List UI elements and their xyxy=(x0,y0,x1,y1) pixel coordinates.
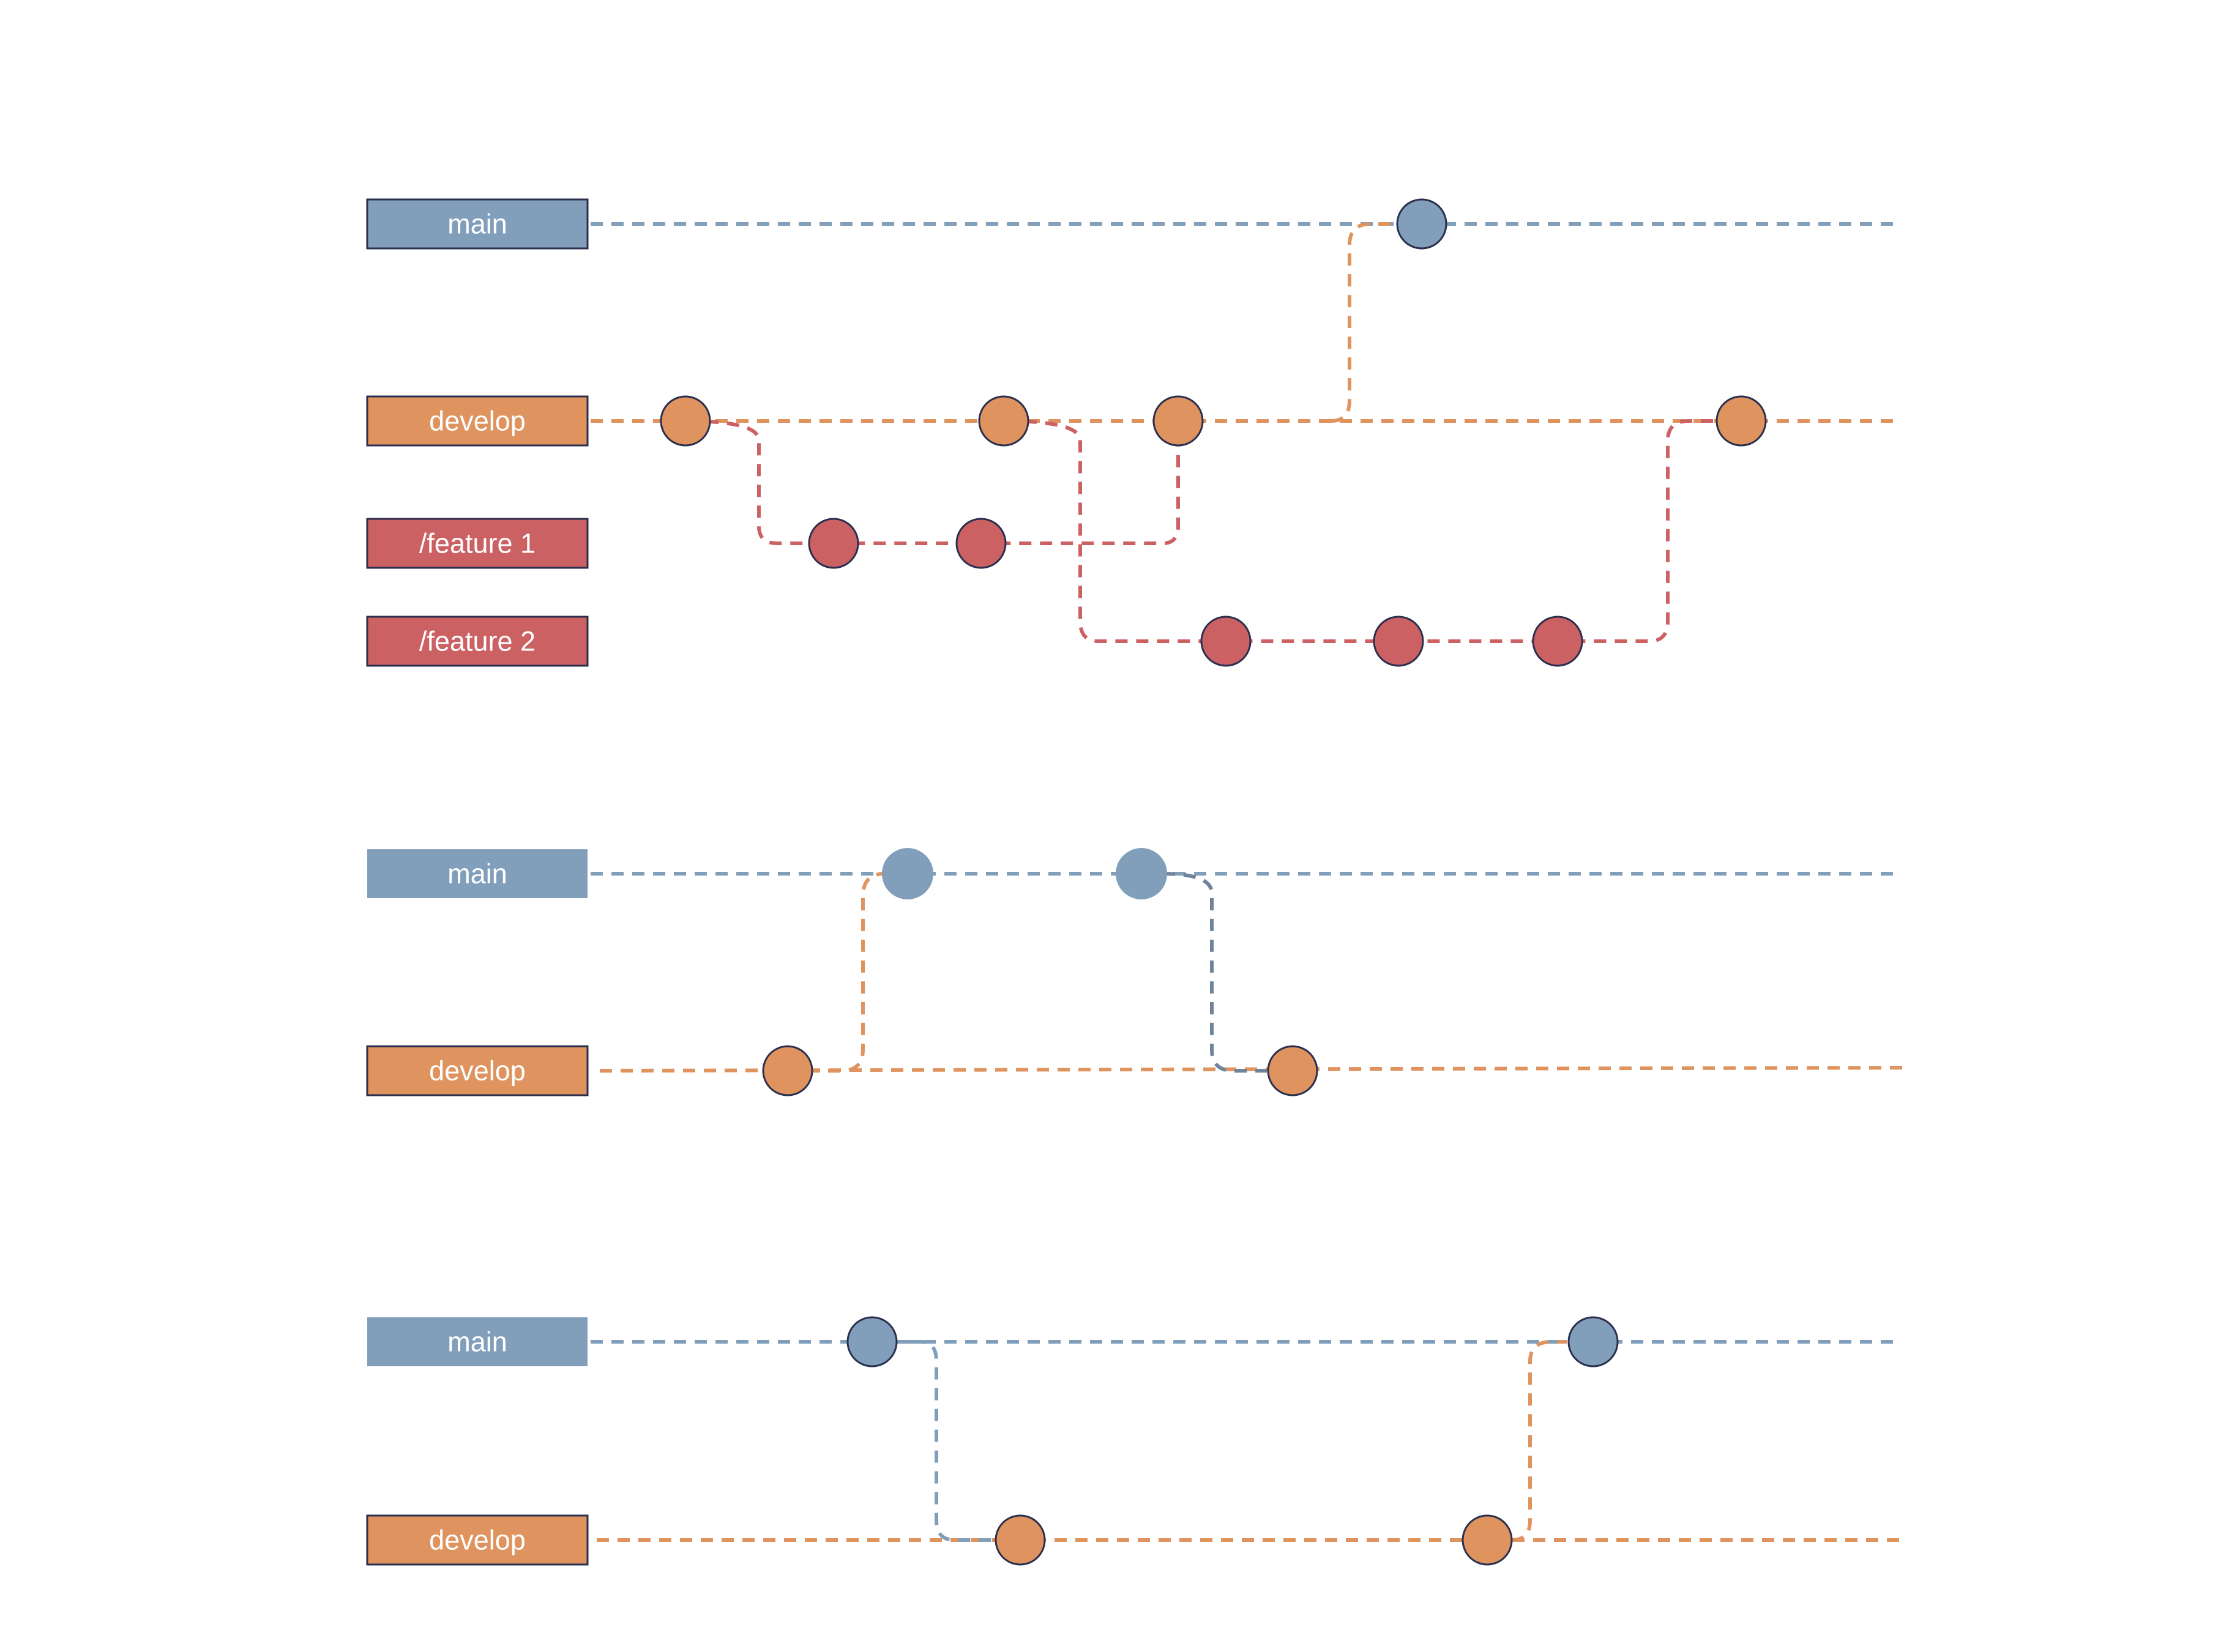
merge-develop-to-main-line xyxy=(1331,222,1402,423)
commit-feature2 xyxy=(1532,616,1583,667)
branch-label-develop-text: develop xyxy=(429,406,526,437)
commit-main-release xyxy=(882,848,933,899)
commit-develop xyxy=(660,395,711,447)
branch-label-main-text: main xyxy=(447,858,507,890)
commit-develop xyxy=(1462,1514,1513,1566)
branch-label-develop-text: develop xyxy=(429,1525,526,1556)
branch-label-develop: develop xyxy=(366,395,589,447)
merge-develop-to-main-line xyxy=(786,872,906,1073)
feature2-branch-line xyxy=(1003,419,1714,643)
commit-feature1 xyxy=(955,518,1007,569)
branch-label-main: main xyxy=(366,198,589,250)
diagram-feature-branches: main develop /feature 1 /feature 2 xyxy=(366,198,1894,667)
branch-label-main-text: main xyxy=(447,209,507,240)
commit-develop-merge xyxy=(1152,395,1204,447)
branch-label-feature1-text: /feature 1 xyxy=(419,528,536,559)
branch-label-feature1: /feature 1 xyxy=(366,518,589,569)
commit-feature1 xyxy=(808,518,859,569)
commit-develop-merge xyxy=(1267,1045,1318,1096)
branch-label-main: main xyxy=(367,849,588,898)
branch-label-develop: develop xyxy=(366,1514,589,1566)
commit-develop-merge xyxy=(1715,395,1767,447)
branch-label-develop-text: develop xyxy=(429,1055,526,1087)
feature1-branch-line xyxy=(685,419,1180,545)
commit-main xyxy=(1116,848,1167,899)
branch-label-feature2-text: /feature 2 xyxy=(419,626,536,657)
branch-label-main: main xyxy=(367,1317,588,1366)
branch-label-main-text: main xyxy=(447,1326,507,1358)
commit-develop xyxy=(762,1045,813,1096)
merge-main-to-develop-line xyxy=(872,1340,995,1542)
merge-develop-to-main-line xyxy=(1511,1340,1567,1542)
merge-main-to-develop-line xyxy=(1162,872,1267,1073)
diagram-hotfix-flow: main develop xyxy=(366,1316,1903,1566)
commit-feature2 xyxy=(1373,616,1424,667)
branch-label-develop: develop xyxy=(366,1045,589,1096)
commit-main-merge xyxy=(1567,1316,1619,1367)
commit-develop-merge xyxy=(995,1514,1046,1566)
branch-label-feature2: /feature 2 xyxy=(366,616,589,667)
commit-main xyxy=(1396,198,1447,250)
diagram-release-flow: main develop xyxy=(366,848,1904,1096)
commit-feature2 xyxy=(1200,616,1252,667)
commit-develop xyxy=(978,395,1029,447)
commit-main xyxy=(846,1316,898,1367)
